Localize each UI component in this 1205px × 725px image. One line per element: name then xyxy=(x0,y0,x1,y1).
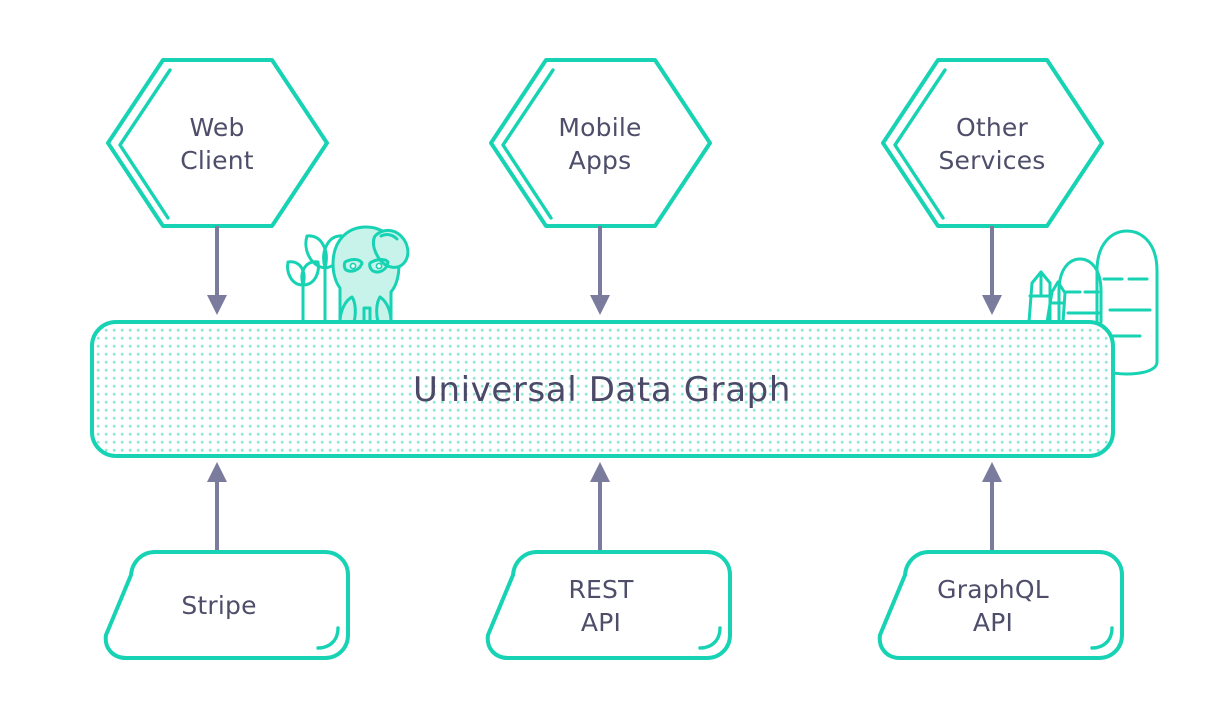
graph-bar-border xyxy=(90,320,1115,458)
rock-hill-tall xyxy=(1095,229,1159,376)
other-services-inner-accent xyxy=(893,68,947,220)
web-client-hexagon xyxy=(106,58,329,228)
universal-data-graph-bar[interactable]: Universal Data Graph xyxy=(90,320,1115,458)
node-mobile-apps[interactable]: Mobile Apps xyxy=(489,58,712,228)
rest-api-label-line1: REST xyxy=(568,575,634,604)
rest-api-corner-accent xyxy=(698,626,722,650)
rest-api-box xyxy=(485,550,732,660)
stripe-box xyxy=(103,550,350,660)
node-web-client[interactable]: Web Client xyxy=(106,58,329,228)
rest-api-label-line2: API xyxy=(581,608,621,637)
graph-bar-dot-pattern xyxy=(92,322,1113,456)
mobile-apps-label-line1: Mobile xyxy=(558,113,641,142)
creature-eye-left-pupil xyxy=(349,262,357,270)
web-client-label-line1: Web xyxy=(189,113,244,142)
mobile-apps-inner-accent xyxy=(501,68,555,220)
connector-graphql-api-to-graph xyxy=(982,462,1002,551)
mobile-apps-hexagon xyxy=(489,58,712,228)
connector-rest-api-to-graph xyxy=(590,462,610,551)
creature-arm-right xyxy=(375,295,393,324)
creature-swoop-detail xyxy=(379,233,399,241)
plant-leaf-small xyxy=(286,260,320,324)
node-stripe[interactable]: Stripe xyxy=(103,550,350,660)
creature-eye-right-pupil xyxy=(375,262,383,270)
connector-web-client-to-graph xyxy=(207,226,227,315)
rock-hill-short xyxy=(1057,257,1103,324)
other-services-label-line2: Services xyxy=(938,146,1045,175)
other-services-label-line1: Other xyxy=(956,113,1029,142)
stripe-corner-accent xyxy=(316,626,340,650)
node-other-services[interactable]: Other Services xyxy=(881,58,1104,228)
connector-mobile-apps-to-graph xyxy=(590,226,610,315)
creature-eye-right xyxy=(368,258,390,274)
node-graphql-api[interactable]: GraphQL API xyxy=(877,550,1124,660)
graphql-api-label-line2: API xyxy=(973,608,1013,637)
graphql-api-corner-accent xyxy=(1090,626,1114,650)
graph-bar-title: Universal Data Graph xyxy=(413,370,791,410)
node-rest-api[interactable]: REST API xyxy=(485,550,732,660)
decoration-left-scenery xyxy=(286,225,410,324)
stripe-label-line1: Stripe xyxy=(181,591,256,620)
other-services-hexagon xyxy=(881,58,1104,228)
creature-eye-left xyxy=(342,258,364,273)
creature-leg xyxy=(362,306,372,324)
graphql-api-label-line1: GraphQL xyxy=(937,575,1049,604)
web-client-label-line2: Client xyxy=(180,146,254,175)
graphql-api-box xyxy=(877,550,1124,660)
connector-other-services-to-graph xyxy=(982,226,1002,315)
creature-arm-left xyxy=(338,295,357,324)
web-client-inner-accent xyxy=(118,68,172,220)
connector-stripe-to-graph xyxy=(207,462,227,551)
mobile-apps-label-line2: Apps xyxy=(569,146,632,175)
